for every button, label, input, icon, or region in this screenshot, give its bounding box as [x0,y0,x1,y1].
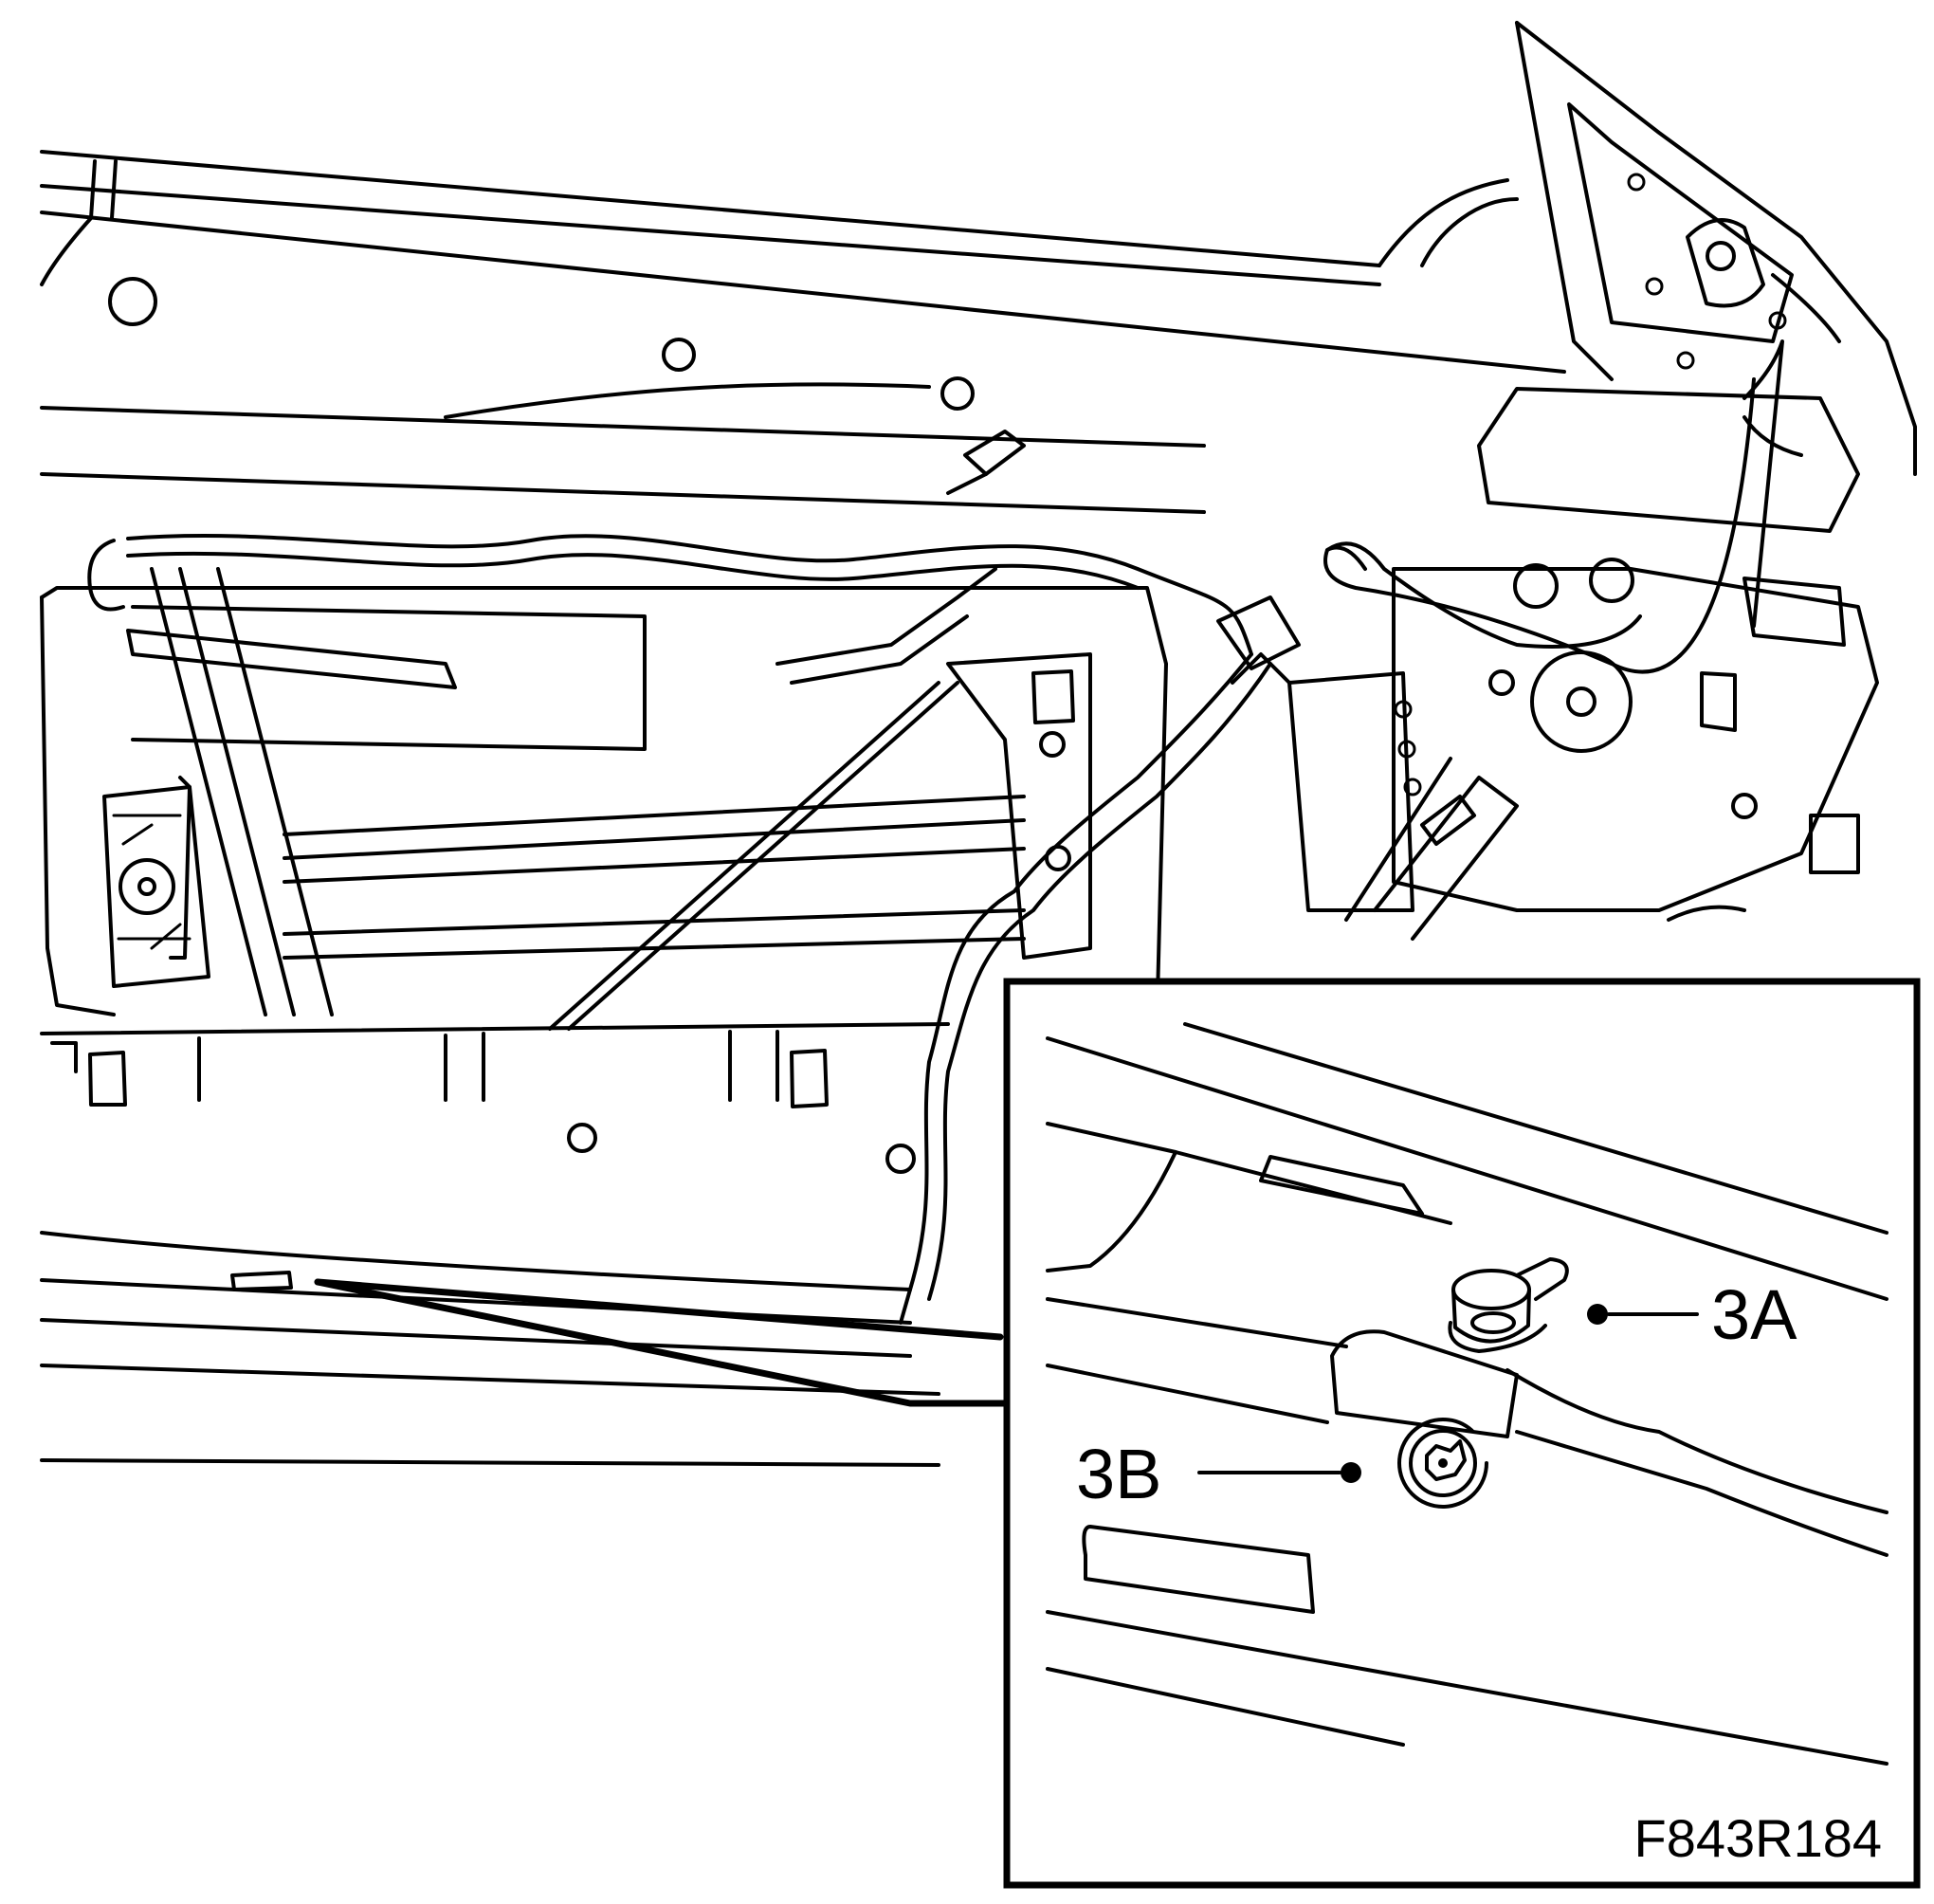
figure-code: F843R184 [1633,1808,1882,1868]
screw-3B [1397,1418,1488,1509]
door-panel-illustration [40,21,1917,1467]
callout-3A-label: 3A [1711,1275,1797,1354]
inset-detail-view: 3A 3B F843R184 [1003,978,1921,1889]
clip-3A [1448,1257,1569,1353]
callout-3B-label: 3B [1076,1435,1162,1513]
inset-slot-upper [1259,1155,1424,1216]
bracket-plate [1330,1329,1519,1438]
inset-slot-lower [1082,1525,1315,1614]
callout-3A-dot [1587,1304,1608,1325]
callout-3B-dot [1341,1462,1361,1483]
